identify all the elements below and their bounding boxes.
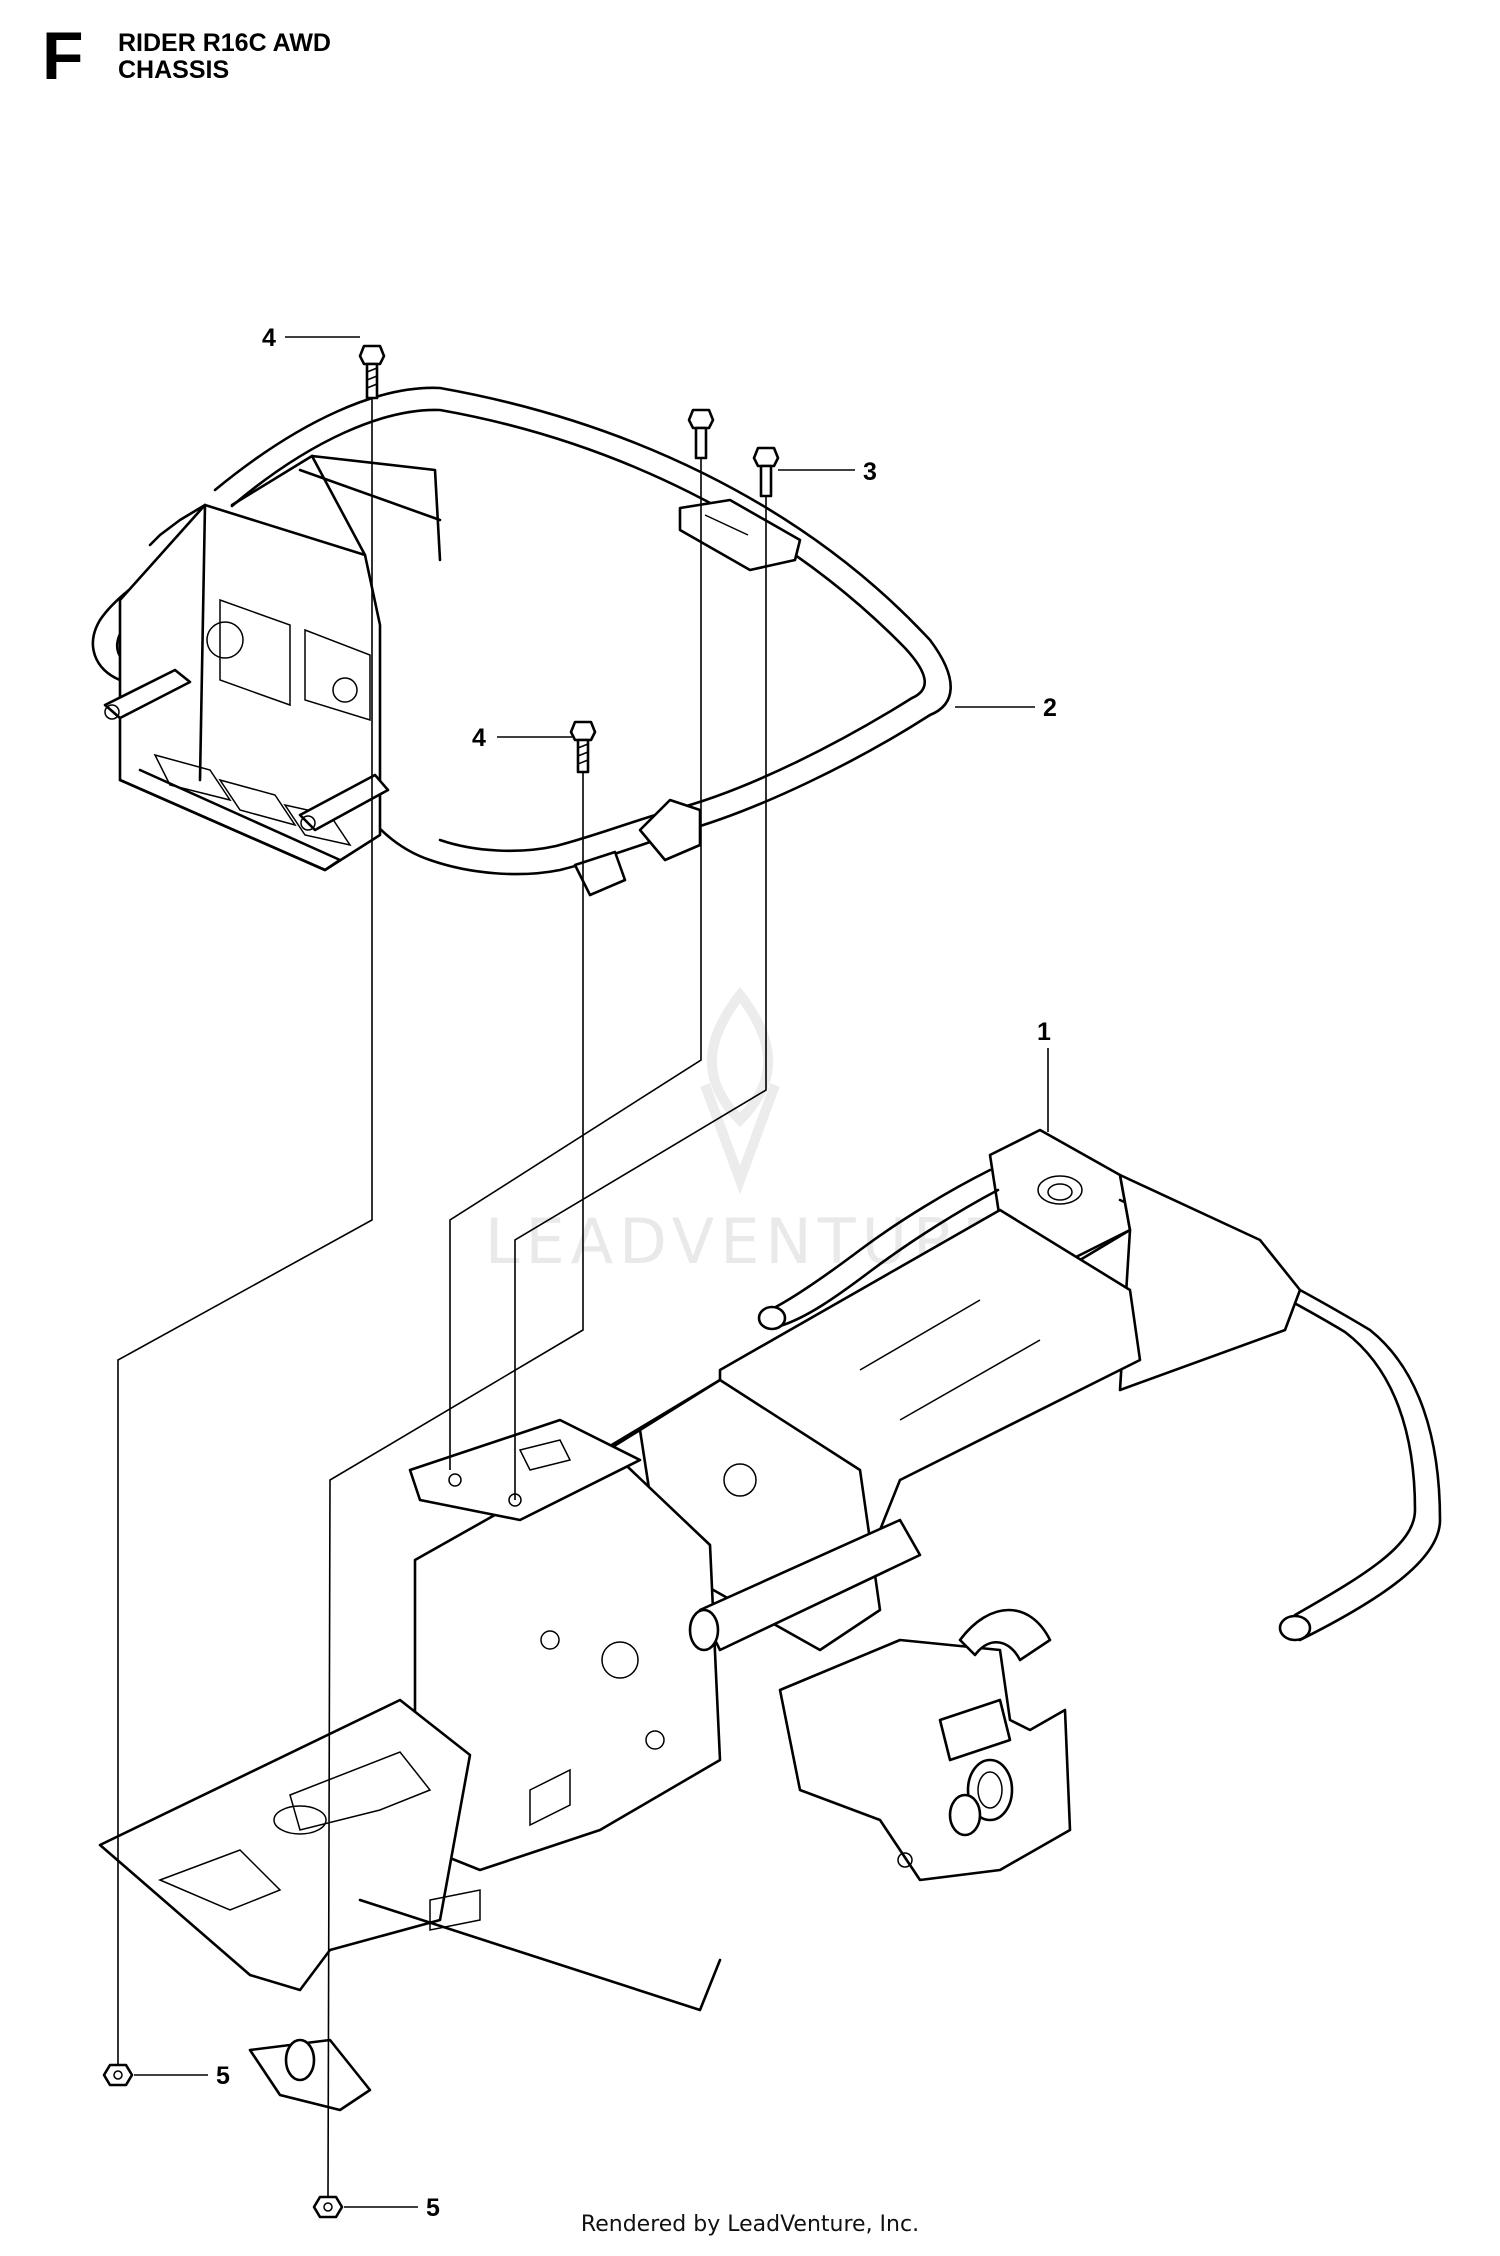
- bolt-part-4-upper[interactable]: [358, 344, 386, 400]
- callout-3: 3: [778, 458, 877, 486]
- nut-part-5-upper[interactable]: [102, 2063, 134, 2087]
- seat-bracket-part-2[interactable]: [91, 386, 952, 897]
- bolt-part-4-lower[interactable]: [569, 720, 597, 774]
- assembly-lines: [117, 398, 767, 2198]
- nut-part-5-lower[interactable]: [312, 2195, 344, 2219]
- callout-5-lower: 5: [344, 2194, 440, 2222]
- section-letter: F: [42, 18, 84, 94]
- callout-4-lower: 4: [472, 724, 572, 752]
- footer-credit: Rendered by LeadVenture, Inc.: [580, 2212, 920, 2237]
- callout-1: 1: [1037, 1018, 1051, 1132]
- chassis-frame-part-1[interactable]: [98, 1128, 1442, 2112]
- assembly-title: CHASSIS: [118, 56, 230, 84]
- callout-2: 2: [955, 694, 1057, 722]
- callout-5-upper: 5: [134, 2062, 230, 2090]
- callout-5a-label: 5: [216, 2062, 230, 2090]
- callout-5b-label: 5: [426, 2194, 440, 2222]
- callout-1-label: 1: [1037, 1018, 1051, 1046]
- callout-2-label: 2: [1043, 694, 1057, 722]
- callout-3-label: 3: [863, 458, 877, 486]
- watermark-logo: [700, 986, 780, 1195]
- callout-4-upper: 4: [262, 324, 360, 352]
- callout-4b-label: 4: [472, 724, 486, 752]
- bolt-rail-mount[interactable]: [687, 408, 715, 460]
- model-title: RIDER R16C AWD: [118, 29, 331, 57]
- bolt-part-3[interactable]: [752, 446, 780, 498]
- callout-4a-label: 4: [262, 324, 276, 352]
